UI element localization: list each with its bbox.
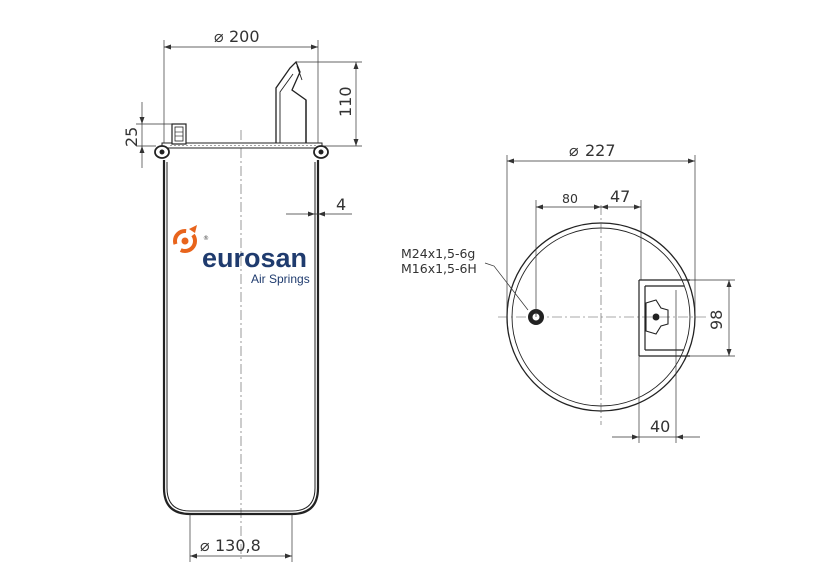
diameter-symbol: ⌀ [214,27,224,46]
thread-note-1: M24x1,5-6g [401,246,475,261]
bracket-top-view [638,279,690,357]
bracket-nut [645,299,669,335]
diameter-symbol: ⌀ [200,536,210,555]
dim-label-47: 47 [610,187,630,206]
mounting-bracket-inner [279,65,303,143]
dim-label-80: 80 [562,191,578,206]
bellows-inner-outline [166,162,316,512]
dim-label-227: 227 [585,141,616,160]
dim-label-200: 200 [229,27,260,46]
eurosan-logo: ® eurosan Air Springs [173,225,310,286]
logo-mark-icon [173,225,197,253]
side-view: ⌀ 200 110 25 4 ⌀ 130,8 [122,27,362,562]
thread-note-2: M16x1,5-6H [401,261,477,276]
dim-label-98: 98 [707,310,726,330]
registered-mark: ® [203,235,209,242]
mounting-bracket [275,60,307,143]
left-crimp-dot [159,149,165,155]
dim-label-40: 40 [650,417,670,436]
dim-label-25: 25 [122,127,141,147]
top-view: M24x1,5-6g M16x1,5-6H ⌀ 227 80 47 98 40 [401,141,735,443]
dim-label-130-8: 130,8 [215,536,261,555]
dim-label-4: 4 [336,195,346,214]
bellows-outline [162,160,320,516]
dim-label-110: 110 [336,86,355,117]
bracket-bolt [652,313,660,321]
stud-thread-core [174,126,184,142]
thread-leader [484,262,529,311]
right-crimp-dot [318,149,324,155]
logo-brand: eurosan [202,243,307,273]
logo-tagline: Air Springs [251,272,310,286]
threaded-stud [171,123,187,145]
diameter-symbol: ⌀ [569,141,579,160]
